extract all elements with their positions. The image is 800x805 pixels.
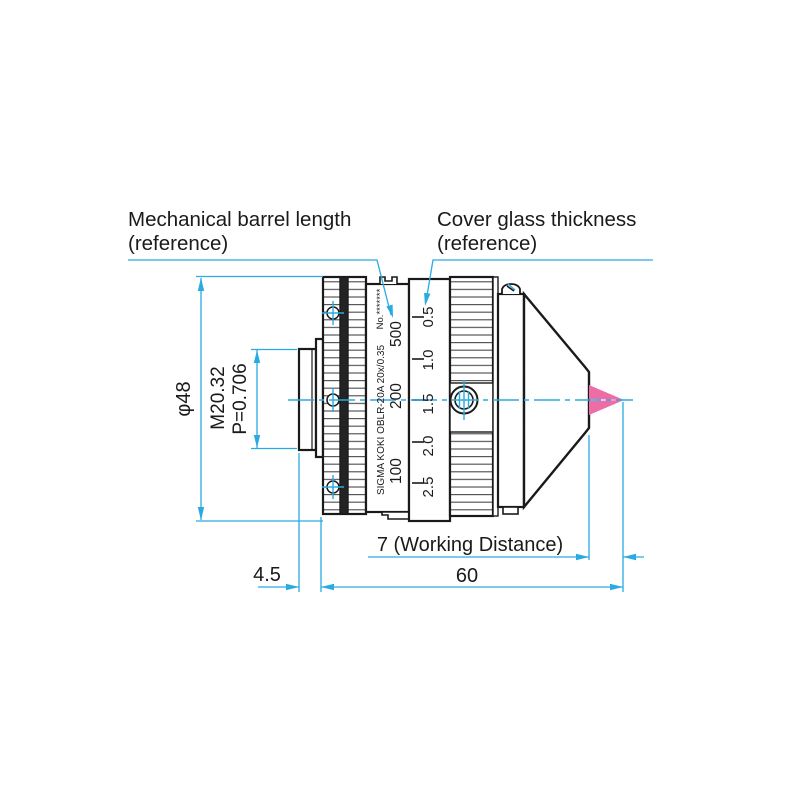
ring-groove — [339, 276, 349, 515]
ray-upper — [589, 385, 624, 400]
annotations: Mechanical barrel length (reference) Cov… — [128, 208, 636, 587]
scale-2-0: 2.0 — [420, 436, 437, 457]
lens-body — [297, 275, 591, 523]
nose-screw-bottom — [502, 506, 519, 515]
ray-lower — [589, 400, 624, 415]
engraving-mag-100: 100 — [388, 458, 405, 484]
barrel-engravings: No.******* SIGMA KOKI OBLR-20A 20x/0.35 … — [375, 288, 437, 497]
focus-rays — [589, 385, 624, 415]
screw-center-marks — [322, 283, 516, 499]
engraved-band — [364, 282, 411, 514]
dim-text-working-distance: 7 (Working Distance) — [377, 534, 563, 556]
engraving-mag-200: 200 — [388, 383, 405, 409]
scale-1-0: 1.0 — [420, 350, 437, 371]
engraving-model: SIGMA KOKI OBLR-20A 20x/0.35 — [376, 345, 387, 496]
label-mechanical-line1: Mechanical barrel length — [128, 208, 351, 231]
leader-cover-glass — [425, 259, 653, 304]
dim-text-pitch: P=0.706 — [230, 363, 251, 434]
dimension-lines — [128, 259, 653, 592]
scale-1-5: 1.5 — [420, 394, 437, 415]
label-cover-line1: Cover glass thickness — [437, 208, 636, 231]
leader-mechanical-barrel — [128, 259, 392, 316]
nose-screw-slot — [506, 285, 515, 292]
dim-text-barrel-length: 60 — [456, 565, 478, 587]
engraving-mag-500: 500 — [388, 321, 405, 347]
dim-text-diameter: φ48 — [173, 381, 195, 416]
engraving-serial: No.******* — [375, 288, 386, 329]
scale-0-5: 0.5 — [420, 307, 437, 328]
scale-2-5: 2.5 — [420, 477, 437, 498]
centerlines — [288, 283, 633, 499]
label-cover-line2: (reference) — [437, 232, 537, 255]
dim-text-thread: M20.32 — [208, 366, 229, 429]
label-mechanical-line2: (reference) — [128, 232, 228, 255]
dim-text-thread-offset: 4.5 — [253, 564, 281, 586]
